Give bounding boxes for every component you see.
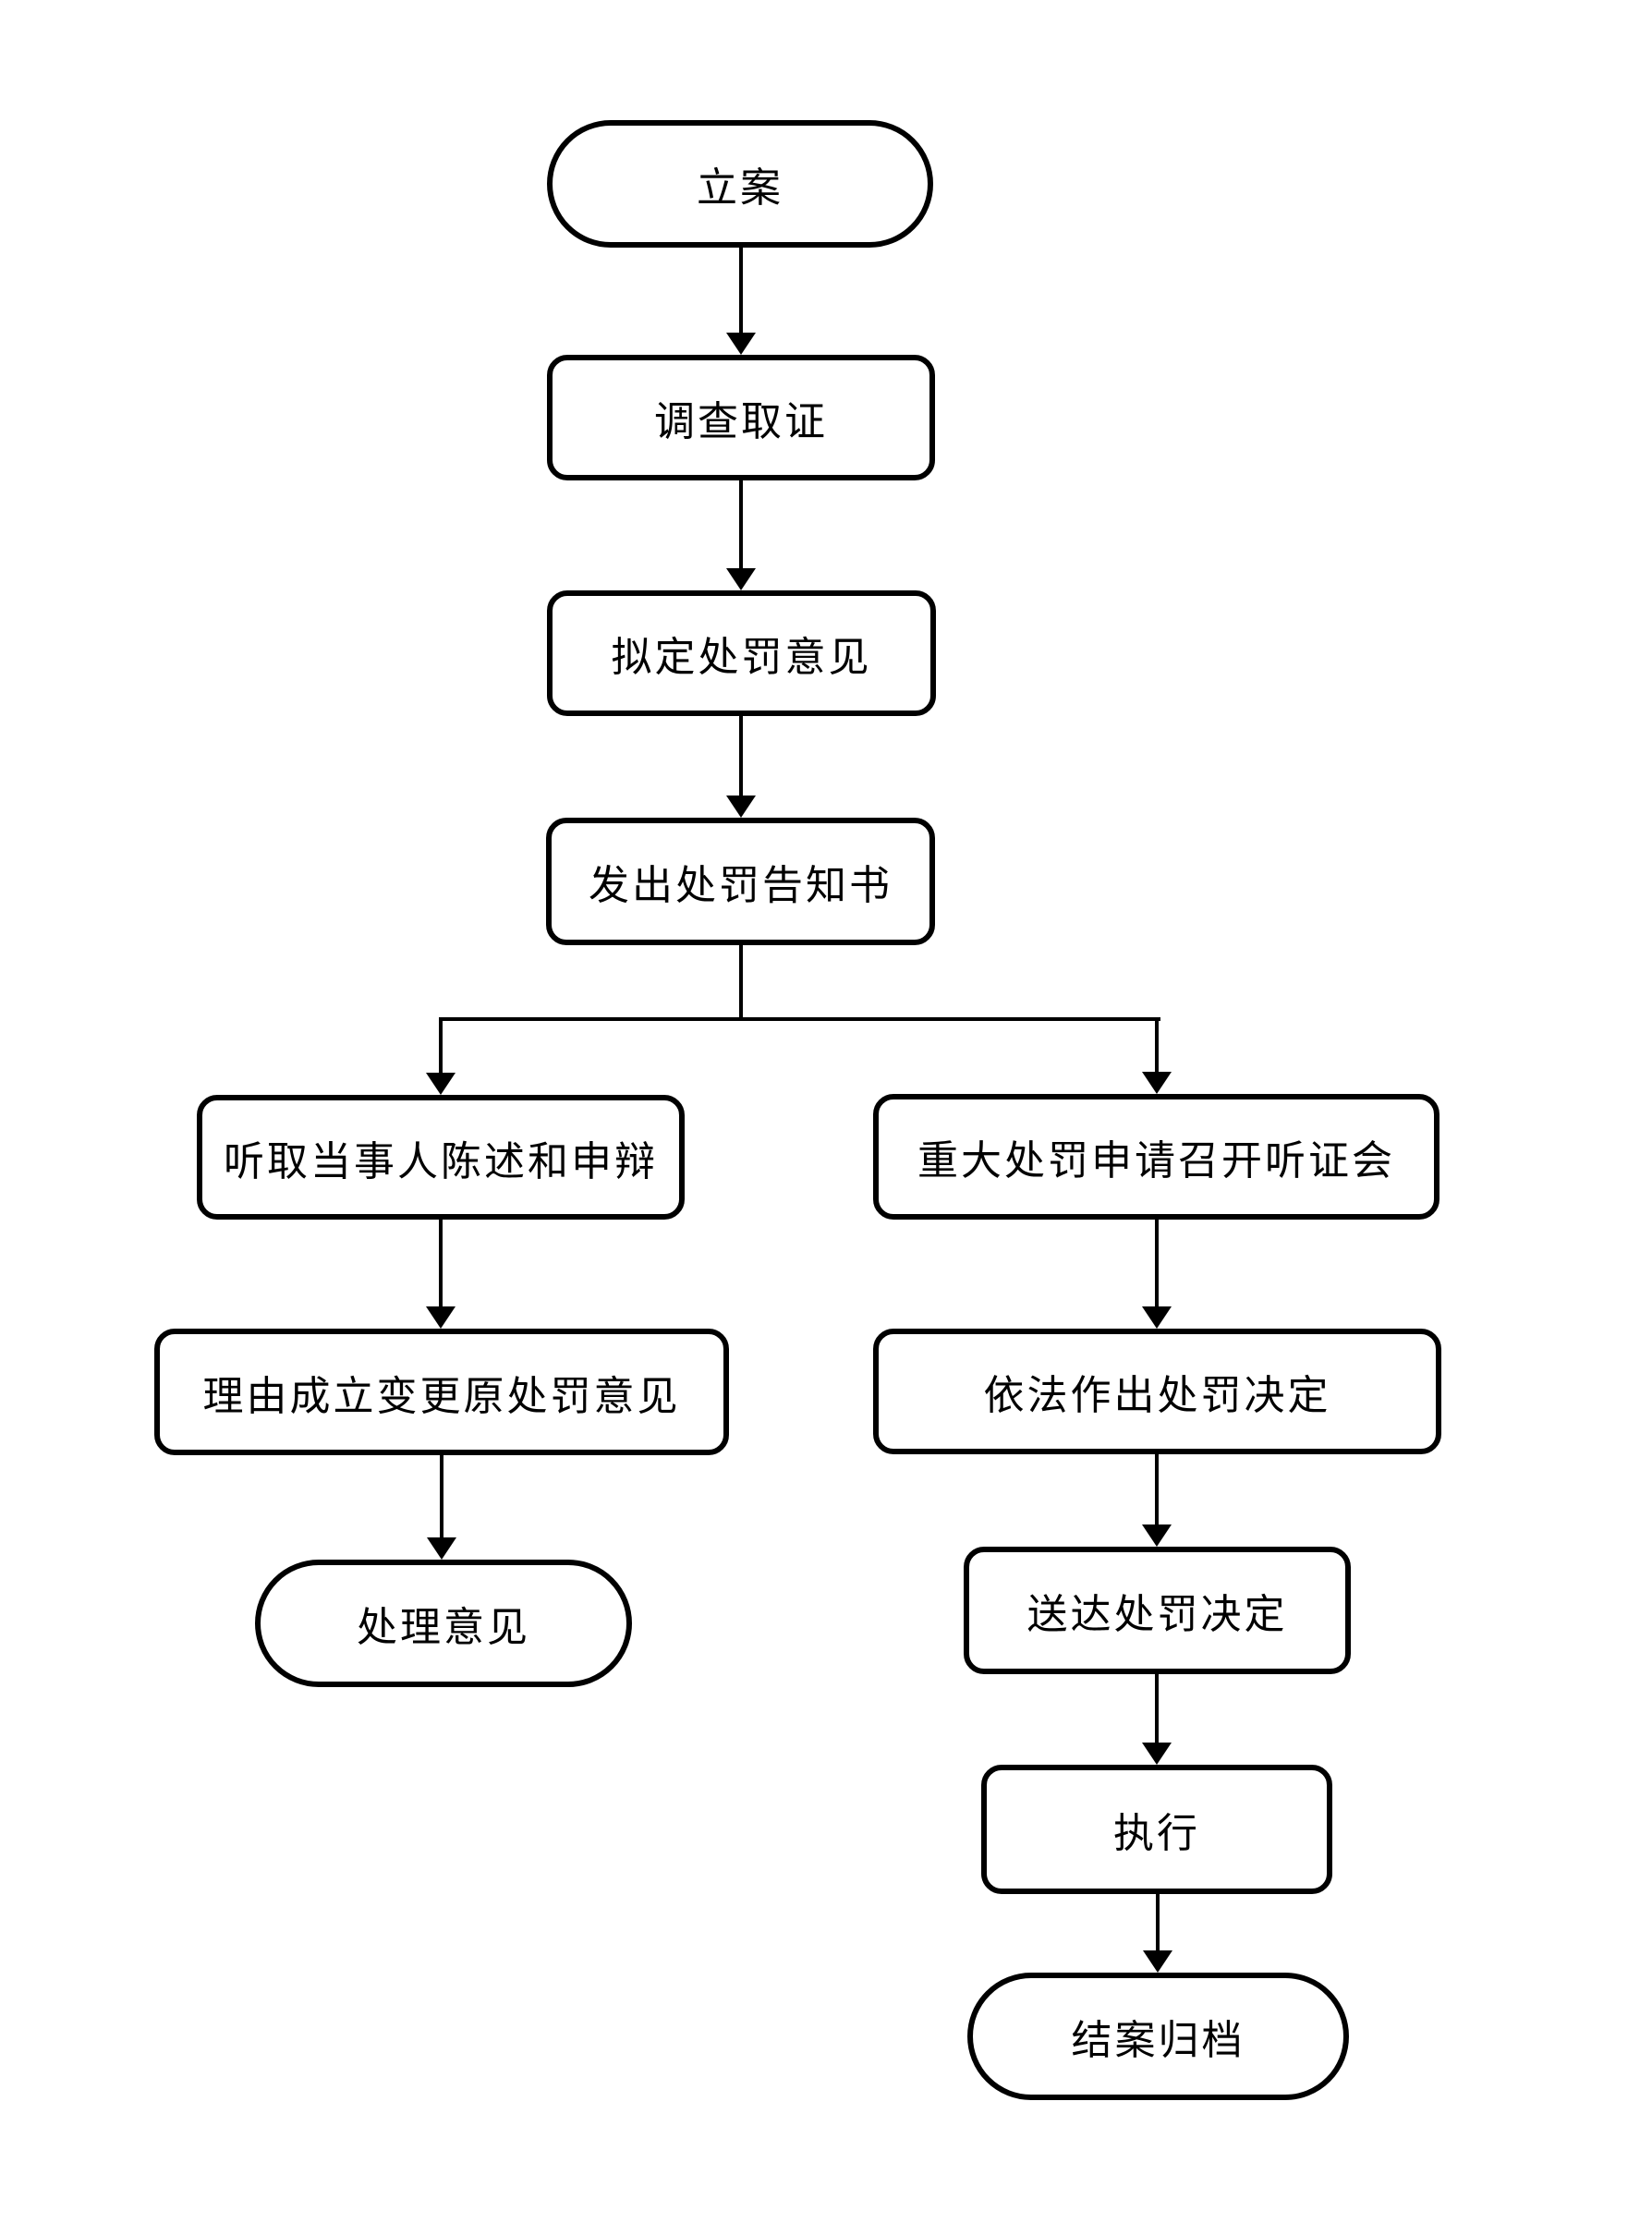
edge-hearing-decision-line [1155, 1220, 1159, 1306]
node-start: 立案 [547, 120, 933, 248]
node-draft-opinion: 拟定处罚意见 [547, 590, 936, 716]
arrowhead-icon [726, 568, 756, 590]
arrowhead-icon [1142, 1743, 1172, 1765]
edge-branch-horizontal-line [439, 1017, 1160, 1021]
arrowhead-icon [726, 796, 756, 818]
arrowhead-icon [1142, 1072, 1172, 1094]
edge-hear-change-line [439, 1220, 443, 1306]
node-close-archive: 结案归档 [967, 1973, 1349, 2100]
arrowhead-icon [426, 1073, 456, 1095]
arrowhead-icon [1142, 1306, 1172, 1329]
arrowhead-icon [1143, 1950, 1172, 1973]
edge-execute-close-line [1156, 1894, 1160, 1950]
node-handling-opinion: 处理意见 [255, 1560, 632, 1687]
arrowhead-icon [1142, 1524, 1172, 1547]
edge-notice-branch-stem [739, 945, 743, 1021]
arrowhead-icon [427, 1537, 456, 1560]
node-hear-statement: 听取当事人陈述和申辩 [197, 1095, 685, 1220]
arrowhead-icon [726, 333, 756, 355]
edge-investigate-draft-line [739, 480, 743, 568]
edge-start-investigate-line [739, 248, 743, 334]
edge-decision-deliver-line [1155, 1454, 1159, 1524]
node-make-decision: 依法作出处罚决定 [873, 1329, 1441, 1454]
node-execute: 执行 [981, 1765, 1332, 1894]
edge-branch-hear-line [439, 1019, 443, 1075]
node-issue-notice: 发出处罚告知书 [546, 818, 935, 945]
edge-deliver-execute-line [1155, 1674, 1159, 1743]
node-change-opinion: 理由成立变更原处罚意见 [154, 1329, 729, 1455]
node-deliver-decision: 送达处罚决定 [964, 1547, 1351, 1674]
edge-draft-notice-line [739, 716, 743, 796]
node-major-hearing: 重大处罚申请召开听证会 [873, 1094, 1439, 1220]
arrowhead-icon [426, 1306, 456, 1329]
node-investigate: 调查取证 [547, 355, 935, 480]
edge-change-handling-line [440, 1455, 443, 1537]
edge-branch-hearing-line [1155, 1019, 1159, 1074]
